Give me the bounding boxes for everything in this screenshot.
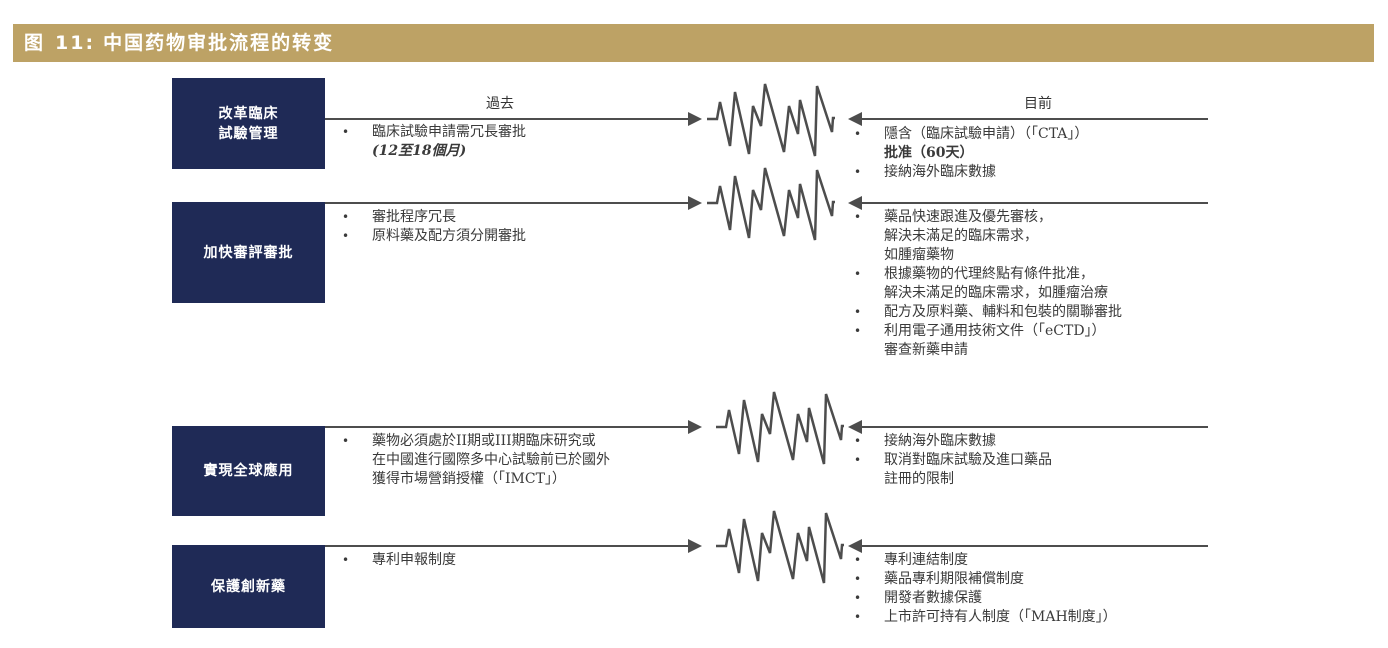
list-item: 接納海外臨床數據 bbox=[852, 432, 1052, 451]
arrow-left-icon bbox=[848, 539, 862, 553]
category-box-protect-innovative-drugs: 保護創新藥 bbox=[172, 545, 325, 628]
list-item: 臨床試驗申請需冗長審批 (12至18個月) bbox=[340, 123, 526, 161]
list-item: 原料藥及配方須分開審批 bbox=[340, 227, 526, 246]
figure-title: 中国药物审批流程的转变 bbox=[103, 32, 335, 54]
current-arrow-line bbox=[860, 118, 1208, 120]
category-label-line2: 試驗管理 bbox=[218, 125, 279, 142]
list-item: 審批程序冗長 bbox=[340, 208, 526, 227]
past-list-row2: 審批程序冗長 原料藥及配方須分開審批 bbox=[340, 208, 526, 246]
list-item: 上市許可持有人制度（「MAH制度」） bbox=[852, 608, 1117, 627]
past-arrow-line bbox=[325, 426, 689, 428]
arrow-left-icon bbox=[848, 420, 862, 434]
arrow-right-icon bbox=[688, 420, 702, 434]
list-item: 隱含（臨床試驗申請）（「CTA」） 批准（60天） bbox=[852, 125, 1088, 163]
category-box-reform-clinical-trials: 改革臨床 試驗管理 bbox=[172, 78, 325, 169]
past-list-row4: 專利申報制度 bbox=[340, 551, 456, 570]
current-arrow-line bbox=[860, 202, 1208, 204]
figure-title-bar: 图 11: 中国药物审批流程的转变 bbox=[13, 24, 1374, 62]
list-item: 利用電子通用技術文件（「eCTD」） 審查新藥申請 bbox=[852, 322, 1122, 360]
past-arrow-line bbox=[325, 202, 689, 204]
current-column-header: 目前 bbox=[1024, 96, 1052, 112]
list-item: 配方及原料藥、輔料和包裝的關聯審批 bbox=[852, 303, 1122, 322]
arrow-left-icon bbox=[848, 112, 862, 126]
list-item: 藥物必須處於II期或III期臨床研究或 在中國進行國際多中心試驗前已於國外 獲得… bbox=[340, 432, 610, 489]
current-list-row4: 專利連結制度 藥品專利期限補償制度 開發者數據保護 上市許可持有人制度（「MAH… bbox=[852, 551, 1117, 627]
arrow-right-icon bbox=[688, 112, 702, 126]
list-item: 接納海外臨床數據 bbox=[852, 163, 1088, 182]
current-list-row2: 藥品快速跟進及優先審核， 解決未滿足的臨床需求， 如腫瘤藥物 根據藥物的代理終點… bbox=[852, 208, 1122, 360]
current-list-row1: 隱含（臨床試驗申請）（「CTA」） 批准（60天） 接納海外臨床數據 bbox=[852, 125, 1088, 182]
zigzag-break-icon bbox=[716, 510, 844, 584]
list-item: 專利申報制度 bbox=[340, 551, 456, 570]
arrow-right-icon bbox=[688, 196, 702, 210]
current-list-row3: 接納海外臨床數據 取消對臨床試驗及進口藥品 註冊的限制 bbox=[852, 432, 1052, 489]
arrow-right-icon bbox=[688, 539, 702, 553]
figure-label: 图 bbox=[24, 32, 46, 54]
past-list-row3: 藥物必須處於II期或III期臨床研究或 在中國進行國際多中心試驗前已於國外 獲得… bbox=[340, 432, 610, 489]
list-item: 開發者數據保護 bbox=[852, 589, 1117, 608]
past-arrow-line bbox=[325, 118, 689, 120]
zigzag-break-icon bbox=[707, 83, 835, 157]
list-item: 藥品快速跟進及優先審核， 解決未滿足的臨床需求， 如腫瘤藥物 bbox=[852, 208, 1122, 265]
past-list-row1: 臨床試驗申請需冗長審批 (12至18個月) bbox=[340, 123, 526, 161]
category-box-global-application: 實現全球應用 bbox=[172, 426, 325, 516]
zigzag-break-icon bbox=[707, 167, 835, 241]
category-box-accelerate-review: 加快審評審批 bbox=[172, 202, 325, 303]
category-label-line1: 改革臨床 bbox=[218, 105, 279, 122]
list-item: 取消對臨床試驗及進口藥品 註冊的限制 bbox=[852, 451, 1052, 489]
list-item: 藥品專利期限補償制度 bbox=[852, 570, 1117, 589]
arrow-left-icon bbox=[848, 196, 862, 210]
figure-number: 11: bbox=[55, 32, 96, 54]
past-column-header: 過去 bbox=[486, 96, 514, 112]
list-item: 專利連結制度 bbox=[852, 551, 1117, 570]
past-arrow-line bbox=[325, 545, 689, 547]
zigzag-break-icon bbox=[716, 391, 844, 465]
current-arrow-line bbox=[860, 545, 1208, 547]
current-arrow-line bbox=[860, 426, 1208, 428]
list-item: 根據藥物的代理終點有條件批准， 解決未滿足的臨床需求，如腫瘤治療 bbox=[852, 265, 1122, 303]
